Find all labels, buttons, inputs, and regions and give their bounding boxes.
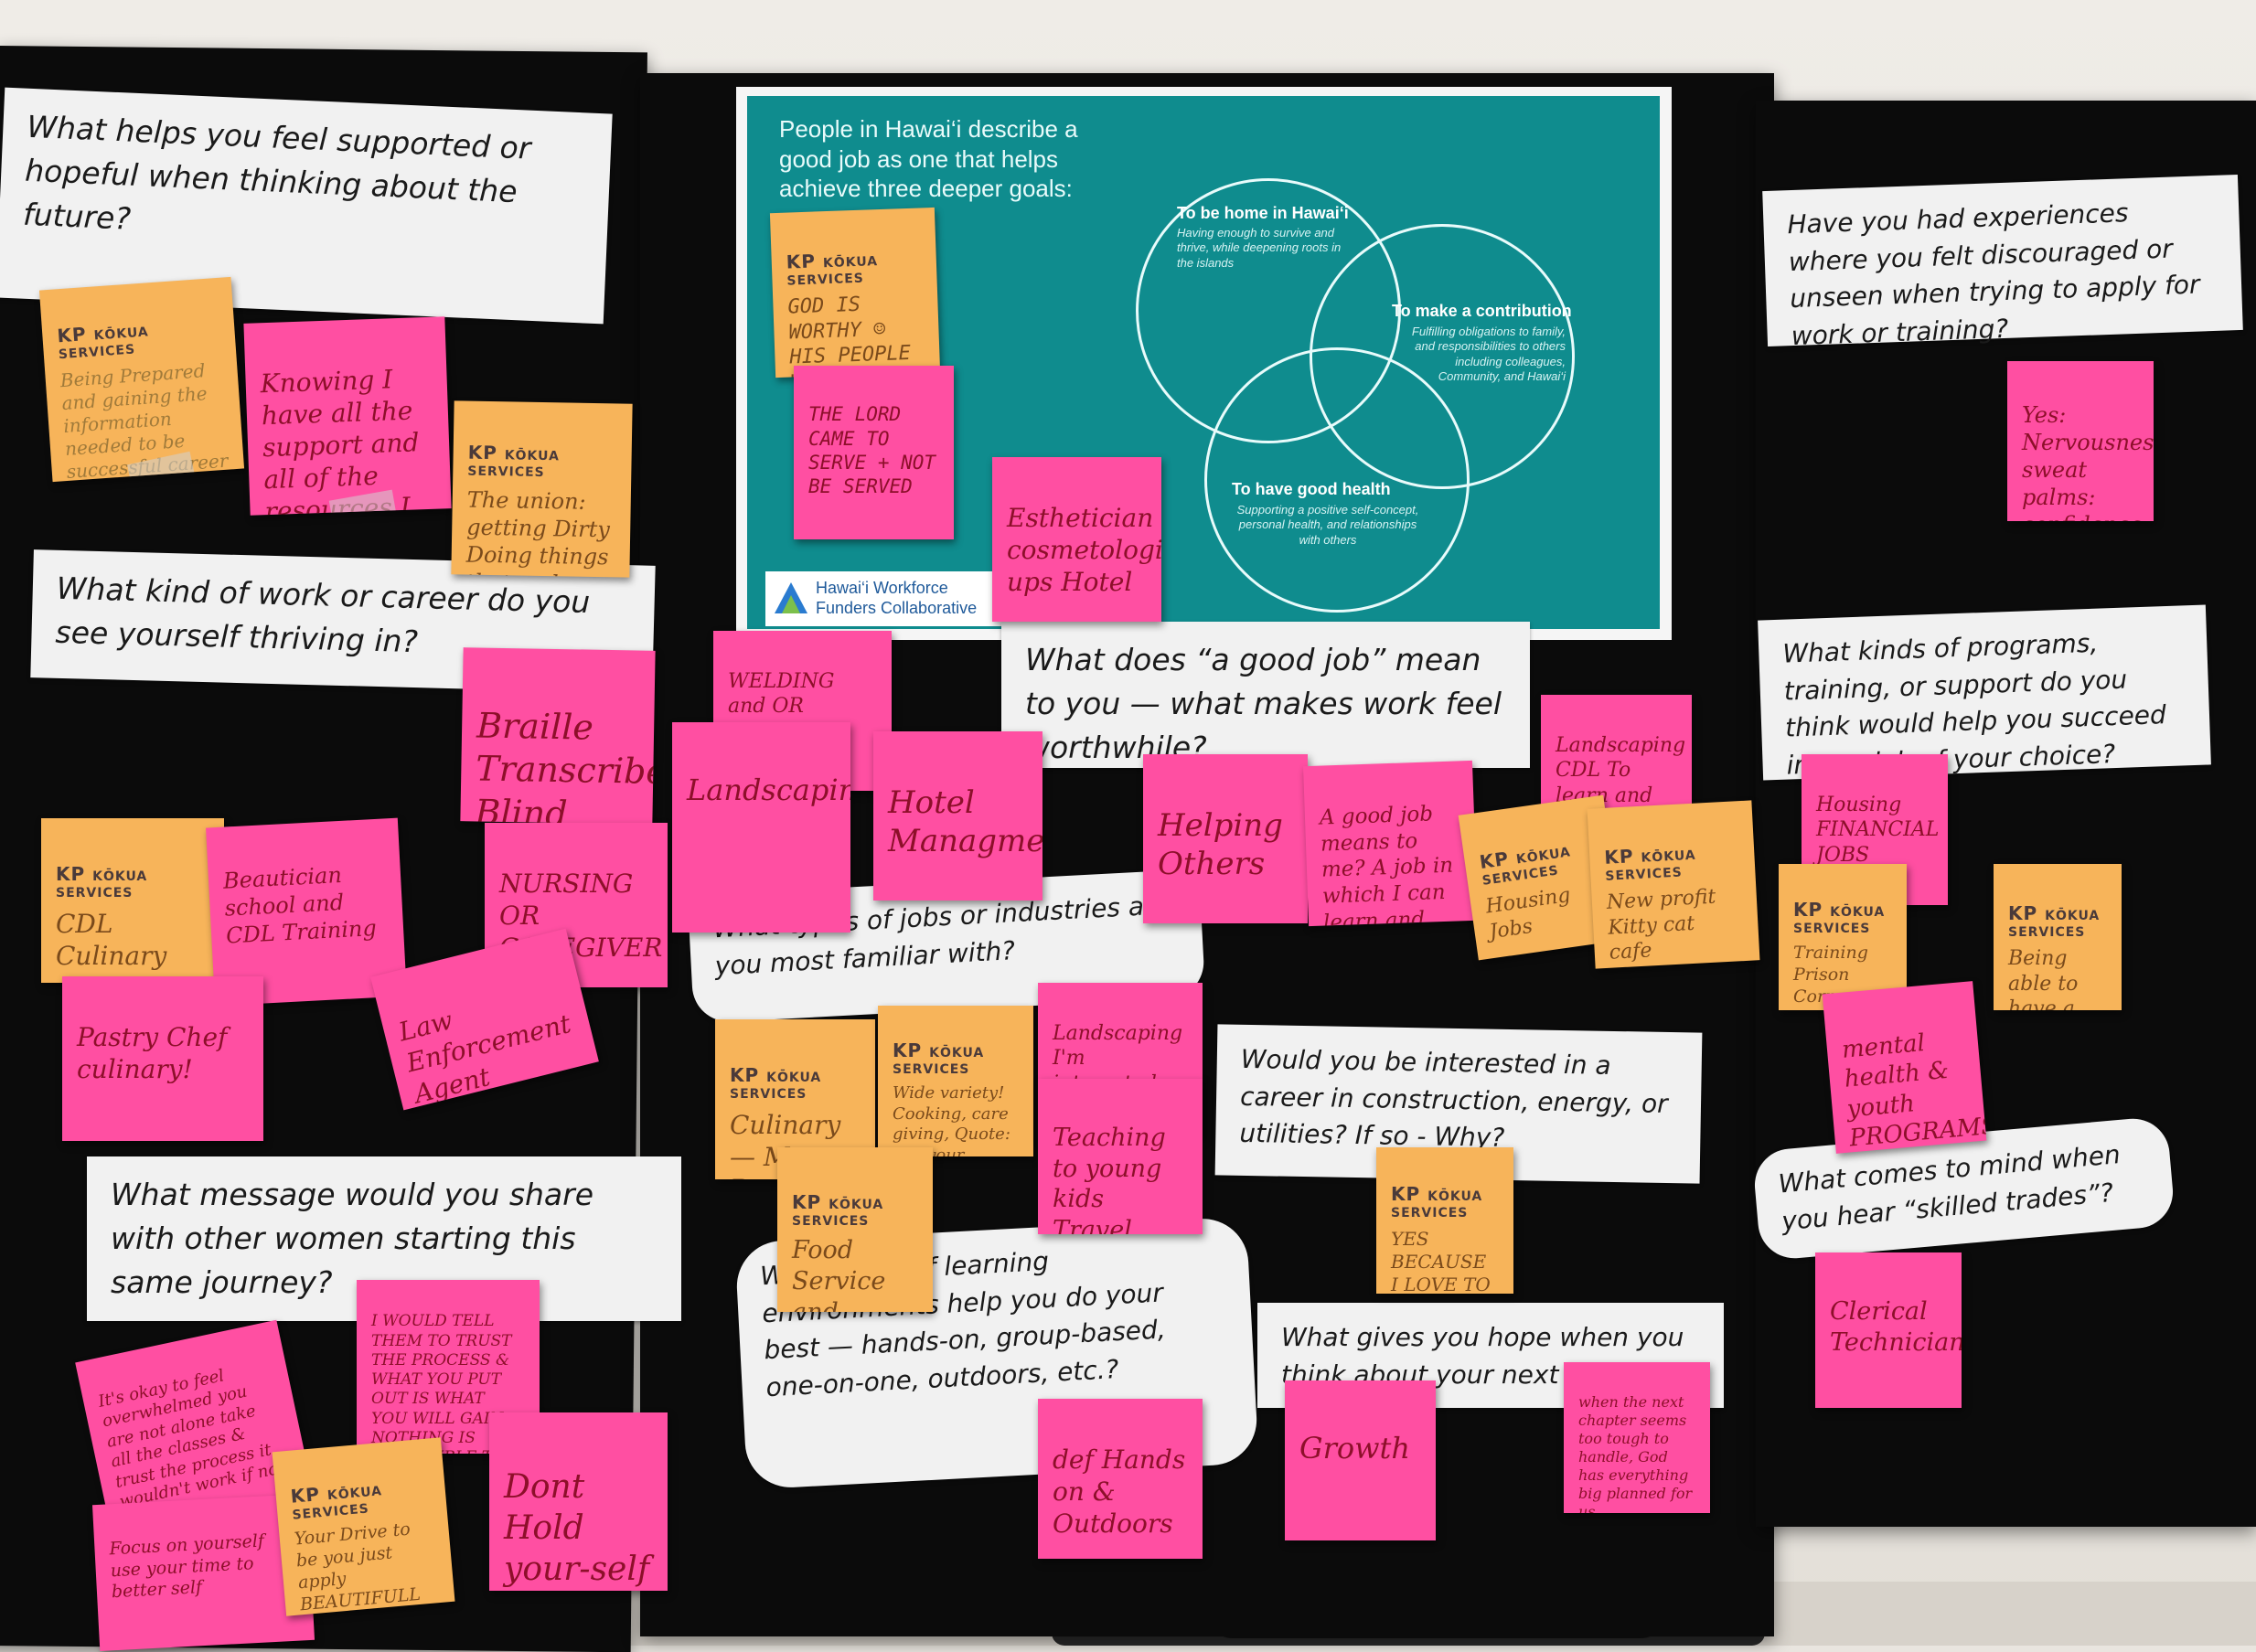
kokua-logo: KŌKUA SERVICES [1793, 899, 1892, 938]
kokua-logo: KŌKUA SERVICES [730, 1064, 861, 1103]
sticky-note: A good job means to me? A job in which I… [1303, 760, 1478, 927]
kokua-logo: KŌKUA SERVICES [1604, 839, 1741, 885]
note-text: Pastry Chef culinary! [77, 1022, 228, 1084]
note-text: Focus on yourself use your time to bette… [108, 1530, 265, 1603]
note-text: THE LORD CAME TO SERVE + NOT BE SERVED [808, 403, 936, 497]
sticky-note: Helping Others [1143, 754, 1308, 923]
sticky-note: Pastry Chef culinary! [62, 976, 263, 1141]
sticky-note: KŌKUA SERVICES Food Service and Hospitali… [777, 1147, 933, 1312]
sticky-note: Landscaping [672, 722, 850, 933]
poster-title: People in Hawai‘i describe a good job as… [779, 115, 1078, 202]
sticky-note: Hotel Managment [873, 731, 1042, 901]
note-text: def Hands on & Outdoors [1053, 1444, 1186, 1539]
kokua-logo: KŌKUA SERVICES [290, 1473, 433, 1524]
sticky-note: Dont Hold your-self Back [489, 1412, 668, 1591]
note-text: Yes: Nervousness sweat palms: confidence… [2022, 402, 2154, 521]
sticky-note: KŌKUA SERVICES Being able to have a fresh… [1994, 864, 2122, 1010]
note-text: Wide variety! Cooking, care giving, Quot… [893, 1083, 1010, 1156]
note-text: Landscaping [687, 773, 850, 807]
sticky-note: mental health & youth PROGRAMS [1822, 981, 1987, 1154]
sticky-note: Clerical Technician [1815, 1252, 1962, 1408]
sticky-note: Yes: Nervousness sweat palms: confidence… [2007, 361, 2154, 521]
note-text: Growth [1299, 1431, 1410, 1465]
note-text: Food Service and Hospitality [792, 1236, 886, 1312]
kokua-logo: KŌKUA SERVICES [1391, 1183, 1499, 1222]
sticky-note: THE LORD CAME TO SERVE + NOT BE SERVED [794, 366, 954, 539]
note-text: Beautician school and CDL Training [222, 861, 378, 949]
funders-logo-box: Hawai‘i Workforce Funders Collaborative [765, 571, 1003, 626]
sticky-note: def Hands on & Outdoors [1038, 1399, 1203, 1559]
note-text: Braille Transcriber Blind Hula Halau [475, 704, 656, 825]
sticky-note: when the next chapter seems too tough to… [1564, 1362, 1710, 1513]
note-text: Dont Hold your-self Back [504, 1468, 650, 1588]
kokua-logo: KŌKUA SERVICES [467, 442, 617, 483]
note-text: New profit Kitty cat cafe [1606, 885, 1716, 965]
sticky-note: Teaching to young kids Travel industry [1038, 1079, 1203, 1234]
note-text: I WOULD TELL THEM TO TRUST THE PROCESS &… [371, 1312, 517, 1454]
note-text: Housing Jobs [1484, 883, 1572, 943]
note-text: mental health & youth PROGRAMS [1840, 1029, 1987, 1153]
sticky-note: Braille Transcriber Blind Hula Halau [460, 647, 656, 825]
note-text: Culinary — My Passion in cooking [730, 1109, 861, 1180]
note-text: Helping Others [1158, 806, 1283, 883]
mountain-logo-icon [775, 582, 807, 613]
sticky-note: Growth [1285, 1380, 1436, 1540]
note-text: Teaching to young kids Travel industry [1053, 1123, 1166, 1234]
note-text: Hotel Managment [888, 783, 1042, 860]
note-text: The union: getting Dirty Doing things th… [465, 486, 611, 578]
kokua-logo: KŌKUA SERVICES [2008, 902, 2107, 942]
note-text: when the next chapter seems too tough to… [1578, 1393, 1693, 1513]
note-text: Being Prepared and gaining the informati… [59, 358, 230, 483]
sticky-note: KŌKUA SERVICES YES BECAUSE I LOVE TO BUIL… [1376, 1147, 1513, 1294]
kokua-logo: KŌKUA SERVICES [56, 863, 209, 902]
note-text: CDL Culinary [56, 908, 167, 971]
kokua-logo: KŌKUA SERVICES [893, 1039, 1019, 1079]
note-text: YES BECAUSE I LOVE TO BUILD THINGS [1391, 1227, 1491, 1295]
note-text: Clerical Technician [1830, 1296, 1962, 1357]
kokua-logo: KŌKUA SERVICES [1478, 835, 1599, 890]
question-good-job: What does “a good job” mean to you — wha… [1001, 622, 1530, 768]
sticky-note: NURSING OR CAREGIVER [485, 823, 668, 987]
goal-contribution-desc: Fulfilling obligations to family, and re… [1411, 325, 1566, 383]
goal-health-title: To have good health [1232, 480, 1391, 498]
note-text: Being able to have a fresh start [2008, 947, 2079, 1010]
sticky-note: Knowing I have all the support and all o… [243, 316, 452, 516]
note-text: Esthetician cosmetologist ups Hotel [1007, 503, 1161, 597]
note-text: Housing FINANCIAL JOBS [1816, 793, 1940, 867]
goal-contribution-title: To make a contribution [1392, 302, 1572, 320]
sticky-note: KŌKUA SERVICES CDL Culinary [41, 818, 224, 983]
note-text: Your Drive to be you just apply BEAUTIFU… [293, 1519, 422, 1615]
note-text: Knowing I have all the support and all o… [260, 364, 420, 516]
funders-label: Hawai‘i Workforce Funders Collaborative [816, 579, 978, 617]
kokua-logo: KŌKUA SERVICES [57, 314, 222, 364]
goals-poster: People in Hawai‘i describe a good job as… [736, 87, 1672, 640]
kokua-logo: KŌKUA SERVICES [792, 1191, 918, 1231]
note-text: It's okay to feel overwhelmed you are no… [96, 1365, 287, 1512]
note-text: A good job means to me? A job in which I… [1319, 802, 1454, 927]
goal-home-title: To be home in Hawai‘i [1177, 204, 1349, 222]
goal-home-desc: Having enough to survive and thrive, whi… [1177, 226, 1342, 270]
circle-health [1204, 347, 1470, 613]
sticky-note: Esthetician cosmetologist ups Hotel [992, 457, 1161, 622]
kokua-logo: KŌKUA SERVICES [786, 246, 922, 290]
goal-health-desc: Supporting a positive self-concept, pers… [1236, 503, 1419, 547]
question-discouraged: Have you had experiences where you felt … [1762, 174, 2243, 351]
